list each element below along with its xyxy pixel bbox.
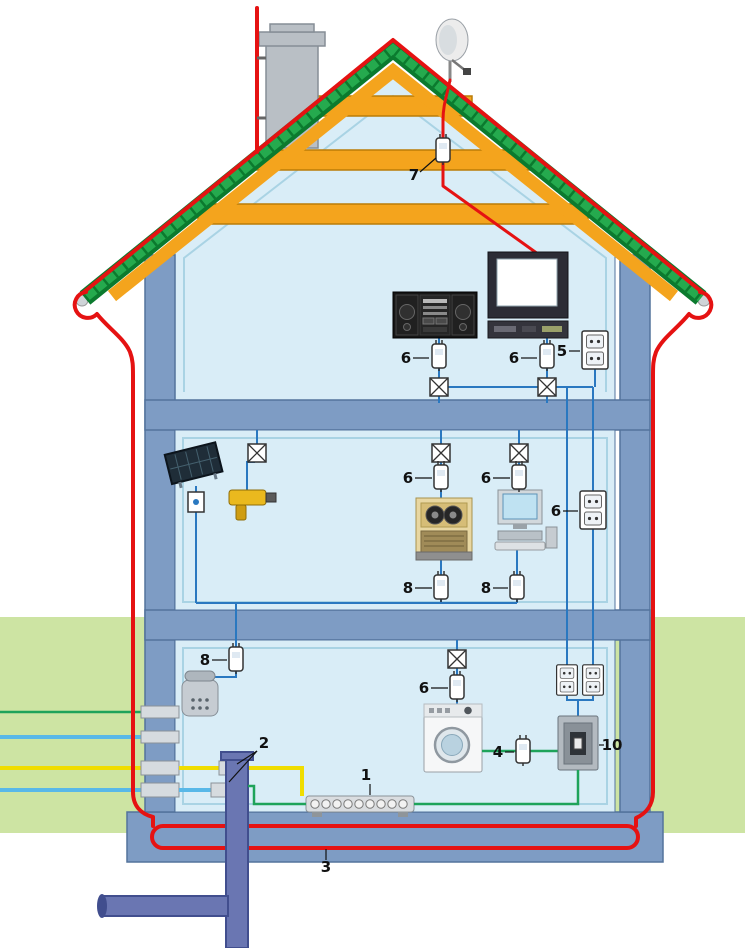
satellite-dish (435, 18, 471, 82)
surge-protector (228, 642, 244, 675)
power-tool (228, 489, 277, 521)
wall-sleeve (140, 760, 180, 776)
callout-6: 6 (509, 349, 519, 367)
wall-sleeve (140, 782, 180, 798)
dish-lnb (463, 68, 471, 75)
stereo-system (392, 291, 478, 339)
callout-3: 3 (321, 858, 331, 876)
antenna-cable (435, 78, 540, 256)
ridge-conductor (82, 38, 704, 294)
junction-box (429, 377, 449, 397)
dish-shading (439, 25, 457, 55)
callout-7: 7 (409, 166, 419, 184)
callout-10: 10 (602, 736, 623, 754)
washing-machine (423, 703, 483, 773)
surge-protector (433, 570, 449, 603)
surge-protector (431, 339, 447, 372)
attic-floor-slab (144, 399, 651, 431)
surge-protector (509, 570, 525, 603)
attic-contents (392, 251, 609, 403)
callout-2: 2 (259, 734, 269, 752)
collar-beam (197, 203, 589, 225)
left-wall (144, 254, 176, 813)
lightning-protection (72, 6, 714, 850)
roof-tiles (82, 43, 704, 302)
callout-4: 4 (493, 743, 503, 761)
callout-8: 8 (403, 579, 413, 597)
wall-outlet (581, 664, 605, 696)
junction-box (447, 649, 467, 669)
callout-6: 6 (551, 502, 561, 520)
junction-box (431, 443, 451, 463)
tv (487, 251, 569, 319)
rafter-band (107, 62, 679, 302)
callout-6: 6 (403, 469, 413, 487)
middle-floor-contents (163, 430, 607, 604)
wall-socket-small (187, 491, 205, 513)
equipotential-bonding-bar (305, 795, 415, 817)
middle-floor-slab (144, 609, 651, 641)
roof (75, 38, 711, 307)
antenna-cable-lower (441, 160, 540, 256)
down-conductor-left (72, 290, 155, 828)
surge-protector (449, 670, 465, 703)
boiler (415, 497, 473, 561)
antenna-cable-upper (441, 78, 452, 140)
surge-protector (539, 339, 555, 372)
house-structure (144, 72, 651, 813)
surge-protector-antenna (435, 133, 451, 166)
foundation (126, 811, 664, 863)
callout-6: 6 (481, 469, 491, 487)
plumbing (97, 751, 304, 948)
junction-box (247, 443, 267, 463)
vcr (487, 320, 569, 339)
surge-protector (515, 734, 531, 767)
sewer-pipe-collar (220, 751, 254, 761)
junction-box (537, 377, 557, 397)
callout-6: 6 (401, 349, 411, 367)
fuse-box (557, 715, 599, 771)
callout-6: 6 (419, 679, 429, 697)
earth-ring (150, 824, 640, 850)
callouts: 7 6 6 5 6 6 6 8 8 8 6 4 10 1 2 3 (200, 157, 623, 876)
pc-speaker (545, 526, 558, 549)
solar-panel (163, 441, 224, 489)
wall-outlet (555, 664, 579, 696)
junction-box (509, 443, 529, 463)
down-conductor-right (634, 290, 714, 828)
surge-protector (433, 460, 449, 493)
telephone (181, 670, 219, 717)
wall-sleeve (140, 705, 180, 719)
sewer-pipe-end (97, 894, 107, 918)
sewer-pipe-horizontal (101, 895, 229, 917)
sewer-pipe-vertical (225, 755, 249, 948)
wall-sleeve (140, 730, 180, 744)
wall-outlet (581, 330, 609, 370)
callout-1: 1 (361, 766, 371, 784)
computer (494, 489, 558, 551)
right-wall (619, 254, 651, 813)
callout-8: 8 (481, 579, 491, 597)
surge-protector (511, 460, 527, 493)
wall-outlet (579, 490, 607, 530)
utility-entries (0, 705, 180, 798)
bonding-wires (248, 770, 580, 806)
callout-8: 8 (200, 651, 210, 669)
callout-5: 5 (557, 342, 567, 360)
